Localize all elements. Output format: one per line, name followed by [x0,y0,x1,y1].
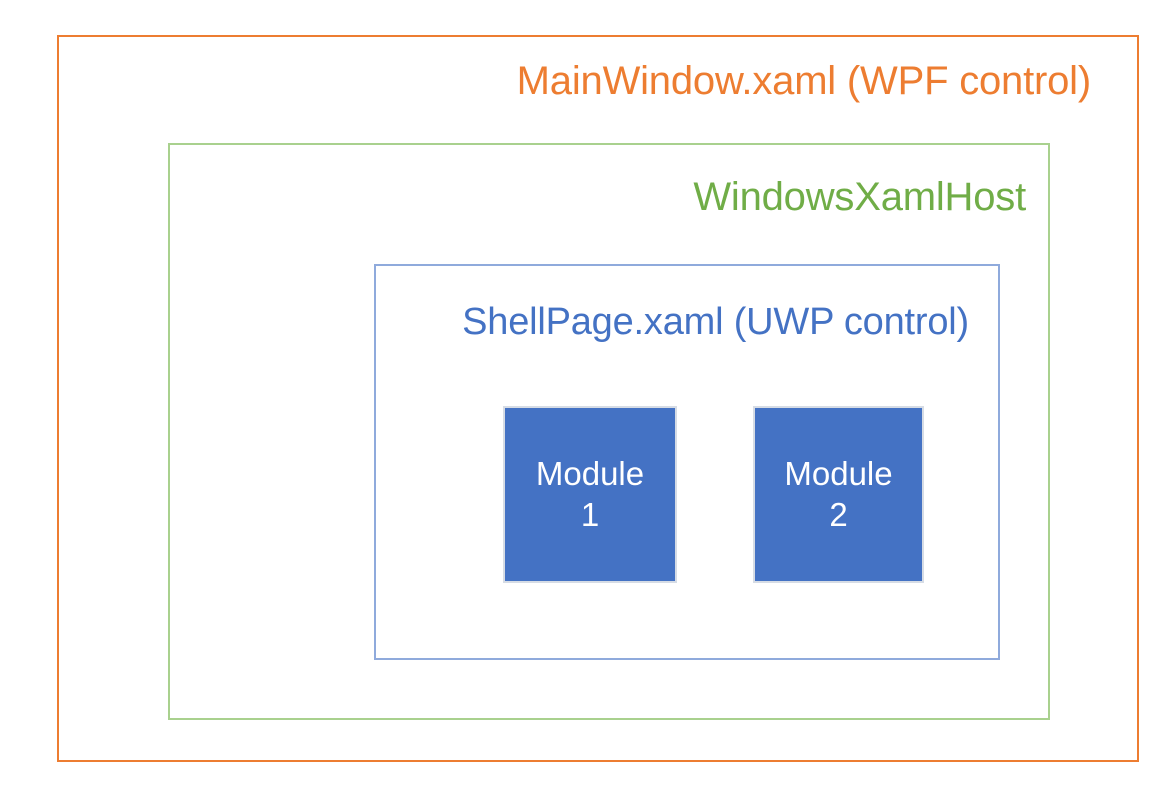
layer-windowsxamlhost: WindowsXamlHost ShellPage.xaml (UWP cont… [168,143,1050,720]
layer-mainwindow-wpf: MainWindow.xaml (WPF control) WindowsXam… [57,35,1139,762]
module-box-2[interactable]: Module 2 [753,406,924,583]
layer-mainwindow-label: MainWindow.xaml (WPF control) [516,59,1092,103]
module-1-label-line-1: Module [535,455,645,493]
layer-shellpage-uwp: ShellPage.xaml (UWP control) Module 1 Mo… [374,264,1000,660]
module-box-1[interactable]: Module 1 [503,406,677,583]
module-1-label-line-2: 1 [580,495,600,533]
layer-windowsxamlhost-label: WindowsXamlHost [693,175,1026,219]
module-2-label-line-2: 2 [829,495,848,533]
layer-shellpage-label: ShellPage.xaml (UWP control) [462,301,969,343]
module-2-label-line-1: Module [784,455,893,493]
